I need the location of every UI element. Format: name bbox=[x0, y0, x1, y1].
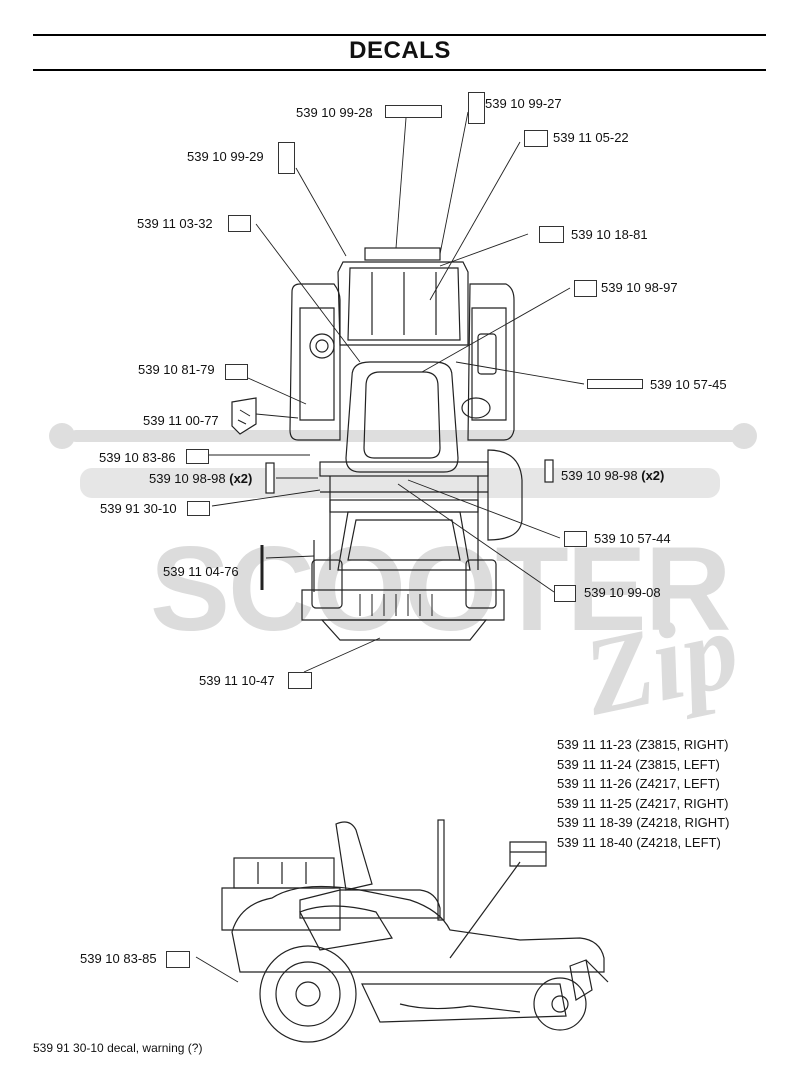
decal-box bbox=[385, 105, 442, 118]
footer-note: 539 91 30-10 decal, warning (?) bbox=[33, 1041, 203, 1055]
callout-quantity: (x2) bbox=[229, 471, 253, 486]
callout-label: 539 10 57-45 bbox=[650, 377, 727, 392]
callout-label: 539 10 99-27 bbox=[485, 96, 562, 111]
decal-box bbox=[166, 951, 190, 968]
callout-label: 539 10 98-98 (x2) bbox=[561, 468, 664, 484]
decal-box bbox=[468, 92, 485, 124]
callout-label: 539 91 30-10 bbox=[100, 501, 177, 516]
decal-box bbox=[554, 585, 576, 602]
callout-label: 539 11 05-22 bbox=[553, 130, 629, 145]
callout-label: 539 10 18-81 bbox=[571, 227, 648, 242]
decal-box bbox=[278, 142, 295, 174]
callout-part-number: 539 10 98-98 bbox=[561, 468, 638, 483]
decal-box bbox=[574, 280, 597, 297]
decal-box bbox=[587, 379, 643, 389]
callout-label: 539 10 98-98 (x2) bbox=[149, 471, 252, 487]
list-item: 539 11 18-39 (Z4218, RIGHT) bbox=[557, 815, 730, 830]
side-decal-list: 539 11 11-23 (Z3815, RIGHT) 539 11 11-24… bbox=[557, 735, 729, 852]
mower-top-view bbox=[231, 247, 554, 641]
list-item: 539 11 11-25 (Z4217, RIGHT) bbox=[557, 795, 729, 811]
mower-side-view bbox=[221, 819, 609, 1043]
callout-label: 539 10 99-29 bbox=[187, 149, 264, 164]
decal-box bbox=[564, 531, 587, 547]
callout-label: 539 10 57-44 bbox=[594, 531, 671, 546]
decal-box bbox=[187, 501, 210, 516]
list-item: 539 11 11-23 (Z3815, RIGHT) bbox=[557, 737, 729, 752]
callout-label: 539 10 81-79 bbox=[138, 362, 215, 377]
leader-lines bbox=[195, 111, 585, 983]
callout-label: 539 10 83-85 bbox=[80, 951, 157, 966]
decal-box bbox=[288, 672, 312, 689]
callout-label: 539 10 99-08 bbox=[584, 585, 661, 600]
list-item: 539 11 11-24 (Z3815, LEFT) bbox=[557, 756, 720, 772]
callout-label: 539 11 00-77 bbox=[143, 413, 219, 428]
list-item: 539 11 18-40 (Z4218, LEFT) bbox=[557, 834, 721, 850]
callout-label: 539 11 04-76 bbox=[163, 564, 239, 579]
callout-label: 539 10 99-28 bbox=[296, 105, 373, 120]
list-item: 539 11 11-26 (Z4217, LEFT) bbox=[557, 776, 720, 791]
decal-box bbox=[539, 226, 564, 243]
decal-box bbox=[225, 364, 248, 380]
top-rule bbox=[33, 34, 766, 36]
callout-quantity: (x2) bbox=[641, 468, 665, 483]
decal-box bbox=[186, 449, 209, 464]
watermark-bar bbox=[49, 423, 757, 498]
decal-box bbox=[228, 215, 251, 232]
callout-label: 539 10 98-97 bbox=[601, 280, 678, 295]
decal-box bbox=[524, 130, 548, 147]
callout-label: 539 11 03-32 bbox=[137, 216, 213, 231]
callout-label: 539 11 10-47 bbox=[199, 673, 275, 688]
title-underline bbox=[33, 69, 766, 71]
callout-part-number: 539 10 98-98 bbox=[149, 471, 226, 486]
callout-label: 539 10 83-86 bbox=[99, 450, 176, 465]
watermark-brand-text: SCOOTER bbox=[150, 522, 731, 656]
page-title: DECALS bbox=[349, 37, 451, 64]
